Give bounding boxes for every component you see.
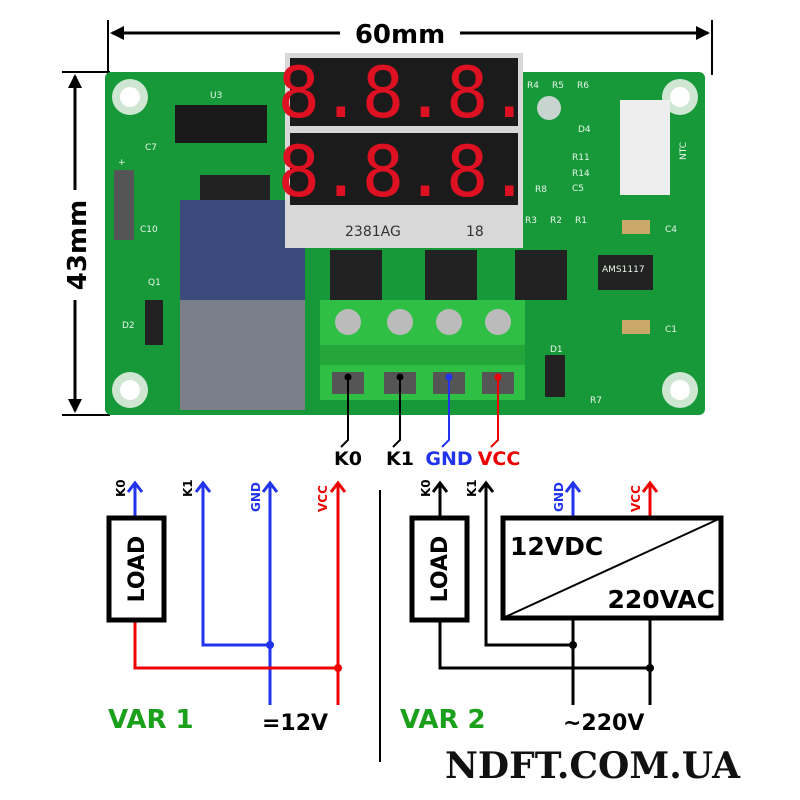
svg-text:C10: C10 [140, 225, 158, 235]
converter-output-label: 12VDC [510, 532, 603, 561]
watermark: NDFT.COM.UA [445, 745, 741, 787]
svg-text:C7: C7 [145, 143, 157, 153]
ntc-connector [620, 100, 670, 195]
svg-text:U3: U3 [210, 91, 222, 101]
terminal-block [320, 300, 525, 400]
svg-text:Q1: Q1 [148, 278, 161, 288]
height-label: 43mm [63, 200, 93, 290]
var2-supply: ~220V [563, 711, 644, 736]
var1-title: VAR 1 [108, 705, 194, 735]
width-dimension: 60mm [107, 20, 713, 75]
var2-k1-label: K1 [465, 479, 479, 497]
width-label: 60mm [355, 20, 445, 50]
svg-text:R2: R2 [550, 216, 562, 226]
svg-text:C4: C4 [665, 225, 677, 235]
regulator [598, 255, 653, 290]
svg-text:C5: C5 [572, 184, 584, 194]
display-top: 8.8.8. [278, 52, 531, 134]
terminal-label-vcc: VCC [478, 448, 521, 470]
var1-gnd-label: GND [249, 482, 263, 512]
var2-title: VAR 2 [400, 705, 486, 735]
svg-text:D1: D1 [550, 345, 563, 355]
svg-text:D2: D2 [122, 321, 135, 331]
var2-load-label: LOAD [428, 536, 453, 603]
led-display: 8.8.8. 8.8.8. 2381AG 18 [278, 52, 531, 248]
svg-text:AMS1117: AMS1117 [602, 265, 645, 275]
var2-schematic [409, 480, 724, 705]
terminal-label-k0: K0 [334, 448, 362, 470]
svg-text:R1: R1 [575, 216, 587, 226]
header-pins [114, 170, 134, 240]
terminal-wires [340, 373, 502, 448]
svg-text:R5: R5 [552, 81, 564, 91]
led-d4 [537, 96, 561, 120]
var1-k1-label: K1 [181, 479, 195, 497]
svg-text:R14: R14 [572, 169, 590, 179]
var1-schematic [106, 480, 347, 705]
var1-vcc-label: VCC [316, 485, 330, 512]
var1-load-label: LOAD [125, 536, 150, 603]
svg-text:R11: R11 [572, 153, 590, 163]
display-bottom: 8.8.8. [278, 131, 531, 213]
svg-text:C1: C1 [665, 325, 677, 335]
svg-text:R3: R3 [525, 216, 537, 226]
display-part: 2381AG [345, 224, 401, 240]
pcb-board: U3 C7 + C10 Q1 D2 8.8.8. 8.8.8. 2381AG 1… [105, 52, 705, 415]
converter-input-label: 220VAC [607, 585, 715, 614]
var2-k0-label: K0 [419, 479, 433, 497]
display-part-no: 18 [466, 224, 484, 240]
var2-vcc-label: VCC [629, 485, 643, 512]
svg-text:D4: D4 [578, 125, 591, 135]
svg-text:NTC: NTC [679, 142, 689, 160]
var1-k0-label: K0 [114, 479, 128, 497]
chip-u3 [175, 105, 267, 143]
var2-gnd-label: GND [552, 482, 566, 512]
push-button [330, 250, 567, 300]
terminal-label-k1: K1 [386, 448, 414, 470]
svg-text:R8: R8 [535, 185, 547, 195]
terminal-label-gnd: GND [425, 448, 472, 470]
svg-text:R4: R4 [527, 81, 539, 91]
var1-supply: =12V [262, 711, 328, 736]
svg-text:R6: R6 [577, 81, 589, 91]
svg-text:R7: R7 [590, 396, 602, 406]
svg-text:+: + [118, 158, 126, 168]
height-dimension: 43mm [62, 71, 110, 416]
